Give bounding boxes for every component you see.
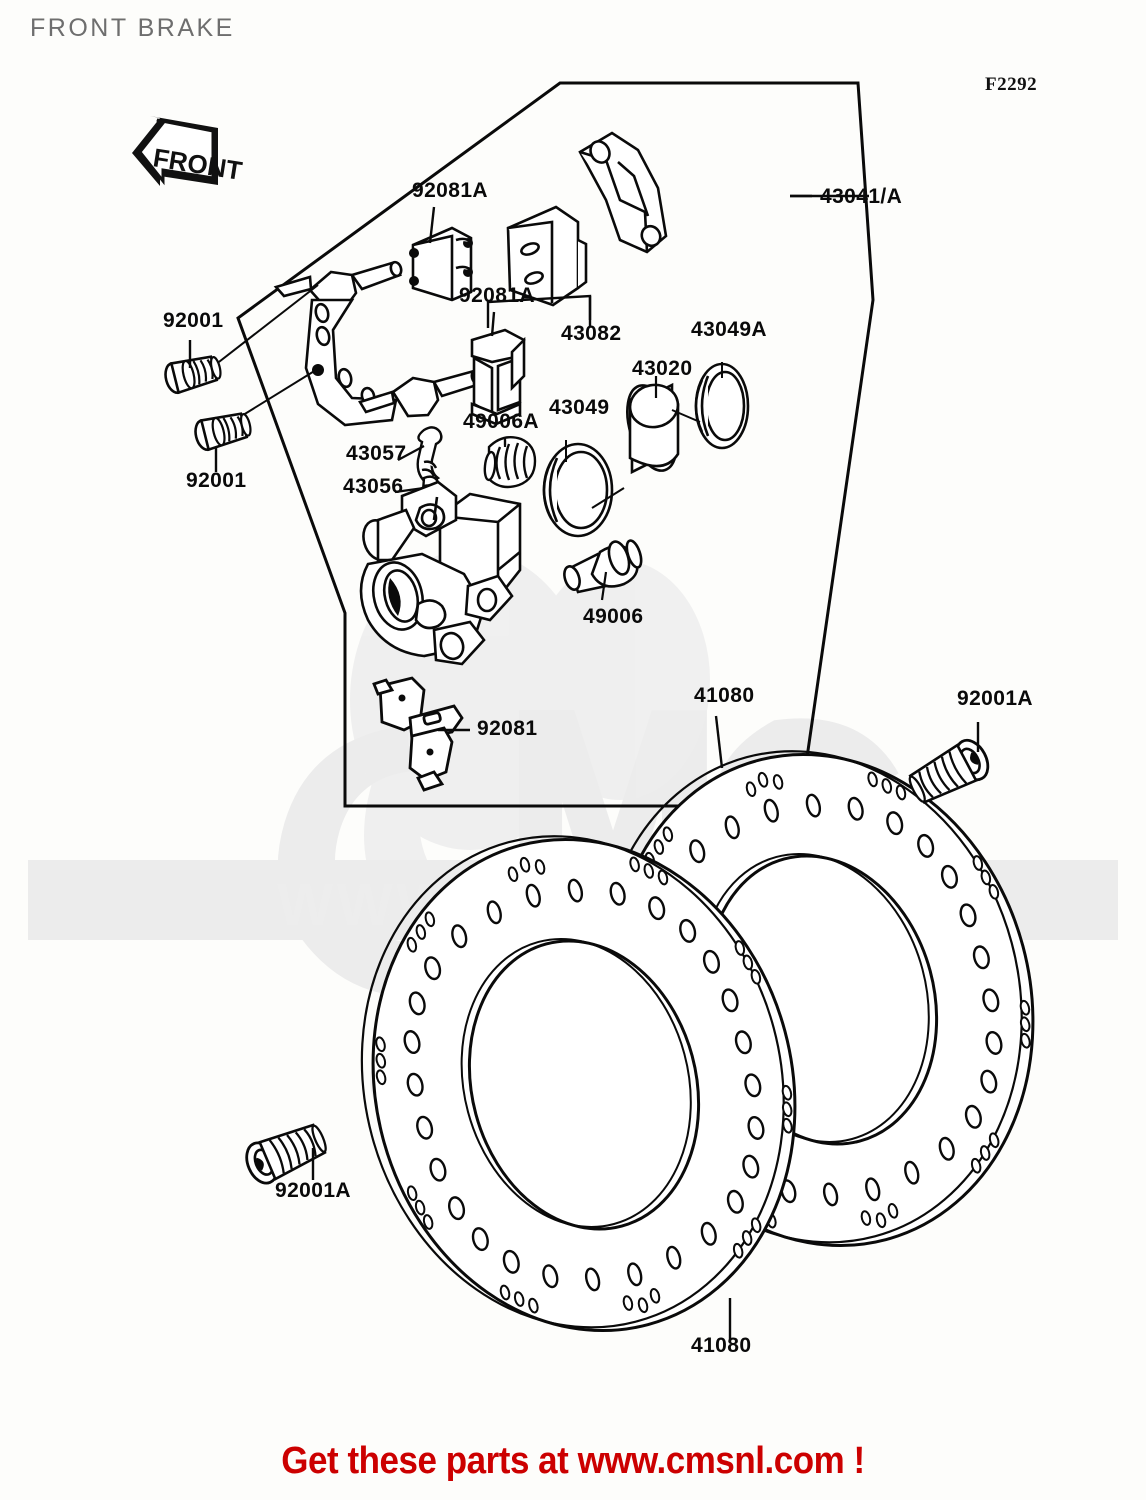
callout-43020: 43020 (632, 357, 692, 380)
callout-41080-front: 41080 (691, 1334, 751, 1357)
front-direction-badge: FRONT (132, 116, 244, 186)
leader-92001-upper (205, 284, 319, 373)
part-92081-pad-spring (372, 676, 464, 792)
leader-41080-rear (714, 715, 724, 769)
part-49006-slide-pin (563, 539, 643, 594)
leader-43057 (397, 445, 425, 461)
leader-43082 (486, 294, 592, 328)
callout-92001A-right: 92001A (957, 687, 1033, 710)
callout-92081A-lower: 92081A (459, 284, 535, 307)
callout-92081: 92081 (477, 717, 537, 740)
part-caliper-mount-bracket (273, 260, 484, 427)
part-92001-bolt-lower (191, 408, 255, 454)
callout-43056: 43056 (343, 475, 403, 498)
callout-43082: 43082 (561, 322, 621, 345)
part-43049-piston-seal (542, 442, 614, 538)
page-title: FRONT BRAKE (30, 14, 235, 42)
callout-41080-rear: 41080 (694, 684, 754, 707)
part-92001-bolt-upper (161, 351, 225, 397)
part-43082-brake-pads (506, 131, 668, 307)
callout-49006A: 49006A (463, 410, 539, 433)
callout-43049: 43049 (549, 396, 609, 419)
callout-43041A: 43041/A (820, 185, 902, 208)
callout-43049A: 43049A (691, 318, 767, 341)
callout-92001A-left: 92001A (275, 1179, 351, 1202)
callout-92001-lower: 92001 (186, 469, 246, 492)
part-92001A-bolt-right (902, 733, 996, 811)
callout-43057: 43057 (346, 442, 406, 465)
callout-92001-upper: 92001 (163, 309, 223, 332)
leader-49006 (600, 571, 608, 601)
leader-92081A-upper (428, 206, 436, 244)
callout-92081A-upper: 92081A (412, 179, 488, 202)
figure-code: F2292 (985, 74, 1038, 95)
part-43020-piston (626, 382, 680, 475)
footer-cta: Get these parts at www.cmsnl.com ! (281, 1440, 865, 1482)
callout-49006: 49006 (583, 605, 643, 628)
part-92081A-lower (470, 328, 526, 426)
leader-92081A-lower (490, 311, 496, 337)
part-43057-bleed-valve (416, 426, 443, 486)
part-caliper-body (359, 480, 522, 666)
part-49006A-dust-boot (483, 436, 537, 489)
part-92001A-bolt-left (239, 1116, 333, 1190)
part-92081A-upper (409, 226, 473, 302)
part-41080-disc-front (360, 835, 797, 1333)
caliper-assembly-frame-outline (236, 81, 875, 808)
